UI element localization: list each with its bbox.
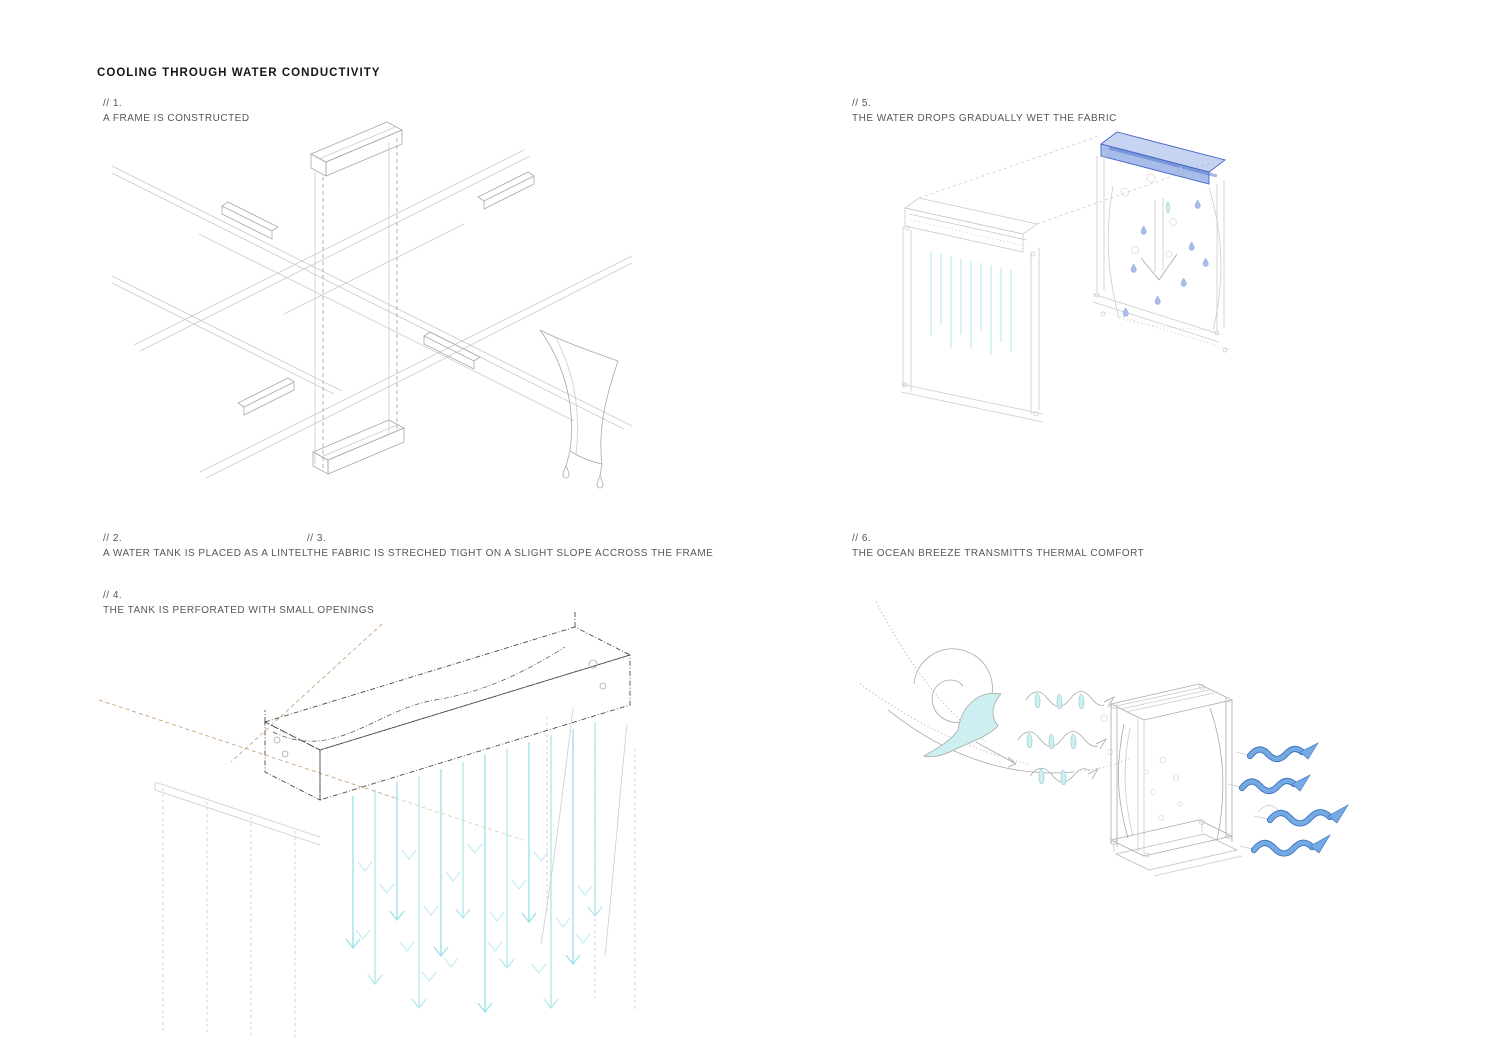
step-label-4: // 4. THE TANK IS PERFORATED WITH SMALL …: [103, 589, 374, 617]
faint-drop-circles: [1120, 173, 1177, 258]
ocean-breeze-drawing: [859, 601, 1349, 877]
step-caption: THE TANK IS PERFORATED WITH SMALL OPENIN…: [103, 604, 375, 616]
support-frame: [154, 707, 636, 1040]
water-drops: [1122, 165, 1209, 317]
page-title: COOLING THROUGH WATER CONDUCTIVITY: [97, 67, 381, 79]
frame-center-post: [310, 121, 405, 475]
fabric-drop-circles: [1143, 756, 1183, 821]
fabric-panel: [1109, 683, 1243, 877]
step-number: // 6.: [852, 533, 872, 544]
step-label-2: // 2. A WATER TANK IS PLACED AS A LINTEL: [103, 532, 308, 560]
left-panel-wet: [900, 197, 1044, 423]
right-panel-wet: [1092, 131, 1232, 353]
ocean-wave-swirl: [859, 601, 1131, 774]
breeze-ribbons-inlet: [1017, 691, 1116, 786]
fabric-drape: [539, 329, 619, 489]
frame-beams-southwest: [133, 149, 633, 479]
construction-lines: [98, 623, 524, 841]
step-caption: THE OCEAN BREEZE TRANSMITTS THERMAL COMF…: [852, 547, 1145, 559]
moisture-arrow: [1140, 198, 1178, 281]
step-number: // 2.: [103, 533, 123, 544]
frame-cross-ties: [221, 171, 535, 416]
step-label-5: // 5. THE WATER DROPS GRADUALLY WET THE …: [852, 97, 1117, 125]
water-drip-lines: [930, 252, 1012, 355]
step-caption: A FRAME IS CONSTRUCTED: [103, 112, 250, 124]
frame-axonometric-drawing: [111, 121, 633, 489]
step-label-3: // 3. THE FABRIC IS STRECHED TIGHT ON A …: [307, 532, 713, 560]
step-label-1: // 1. A FRAME IS CONSTRUCTED: [103, 97, 250, 125]
step-number: // 1.: [103, 98, 123, 109]
water-spray-chevrons: [355, 843, 593, 983]
cool-air-ribbons-outlet: [1227, 742, 1349, 857]
step-number: // 5.: [852, 98, 872, 109]
projection-lines: [918, 135, 1214, 225]
step-caption: THE FABRIC IS STRECHED TIGHT ON A SLIGHT…: [307, 547, 714, 559]
step-label-6: // 6. THE OCEAN BREEZE TRANSMITTS THERMA…: [852, 532, 1144, 560]
frame-beams-southeast: [111, 165, 633, 430]
step-caption: THE WATER DROPS GRADUALLY WET THE FABRIC: [852, 112, 1117, 124]
step-number: // 3.: [307, 533, 327, 544]
perforated-tank-drawing: [98, 612, 636, 1040]
wet-fabric-panels-drawing: [900, 131, 1232, 423]
step-caption: A WATER TANK IS PLACED AS A LINTEL: [103, 547, 309, 559]
step-number: // 4.: [103, 590, 123, 601]
water-tank: [263, 612, 632, 801]
falling-water-arrows: [345, 722, 603, 1014]
